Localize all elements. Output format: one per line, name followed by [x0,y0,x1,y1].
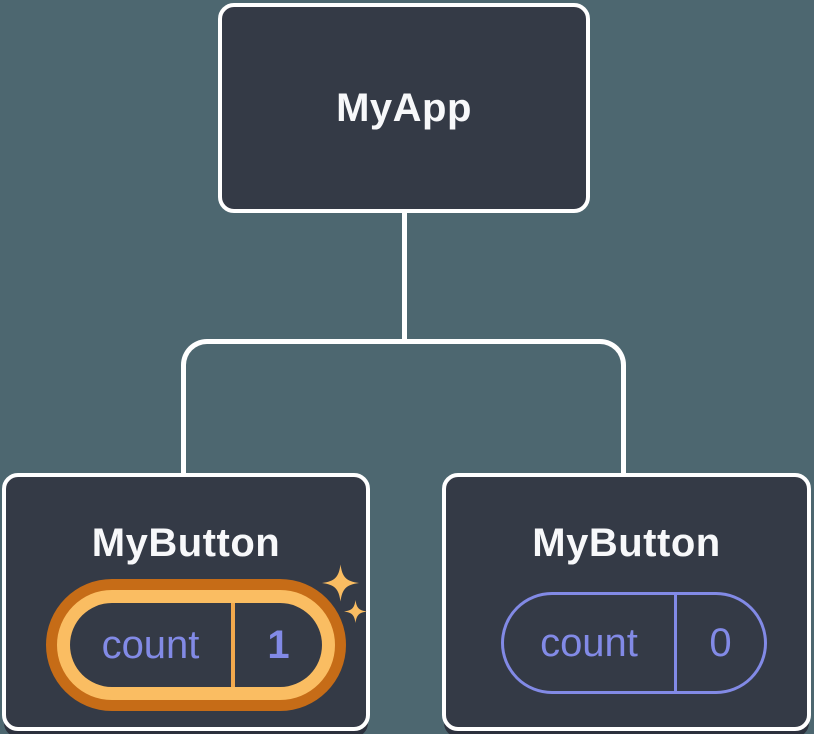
state-value-label: 0 [709,621,732,665]
connector-children-bracket [181,339,626,473]
state-pill-body: count 1 [70,603,322,687]
node-title-myapp: MyApp [336,86,472,130]
node-title-mybutton-right: MyButton [532,521,721,565]
state-pill: count 0 [501,592,767,694]
connector-root-stem [402,210,407,344]
state-pill-highlighted: count 1 [46,579,346,711]
pill-divider [231,603,235,687]
state-pill-highlight-ring: count 1 [57,590,335,700]
sparkle-icon [322,564,359,602]
state-name-label: count [540,621,638,665]
tree-node-myapp: MyApp [218,3,590,213]
tree-node-mybutton-right: MyButton count 0 [442,473,811,731]
node-title-mybutton-left: MyButton [91,521,281,565]
state-name-label: count [101,623,200,667]
sparkle-icon [344,600,367,623]
pill-divider [674,595,677,691]
state-value-label: 1 [267,623,290,667]
tree-node-mybutton-left: MyButton count 1 [2,473,370,731]
